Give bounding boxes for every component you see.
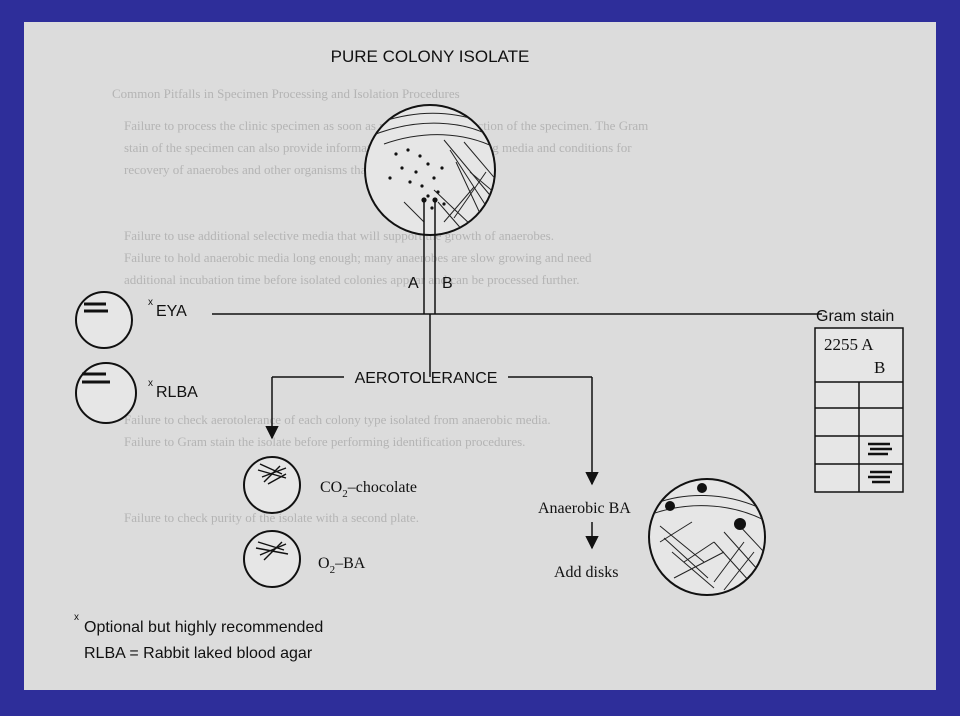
aerotolerance-label: AEROTOLERANCE: [355, 370, 498, 387]
background-line: Failure to check purity of the isolate w…: [124, 510, 419, 525]
rlba-plate: [75, 362, 137, 424]
branch-b-label: B: [442, 275, 453, 292]
background-line: additional incubation time before isolat…: [124, 272, 580, 287]
background-page-text: Common Pitfalls in Specimen Processing a…: [112, 86, 648, 525]
rlba-label: RLBA: [156, 384, 198, 401]
eya-label: EYA: [156, 303, 187, 320]
co2-label: CO2–chocolate: [320, 479, 417, 500]
anaerobic-plate: [648, 478, 766, 596]
eya-plate: [75, 291, 133, 349]
anaerobic-label: Anaerobic BA: [538, 500, 631, 517]
co2-chocolate-plate: [243, 456, 301, 514]
add-disks-label: Add disks: [554, 564, 618, 581]
background-line: Failure to check aerotolerance of each c…: [124, 412, 551, 427]
background-line: Failure to use additional selective medi…: [124, 228, 554, 243]
gram-table-line1: 2255 A: [824, 335, 874, 354]
footnote-line1: Optional but highly recommended: [84, 619, 323, 636]
diagram-title: PURE COLONY ISOLATE: [331, 47, 530, 66]
background-heading: Common Pitfalls in Specimen Processing a…: [112, 86, 460, 101]
gram-table-line2: B: [874, 358, 885, 377]
footnote-line2: RLBA = Rabbit laked blood agar: [84, 645, 313, 662]
slide: Common Pitfalls in Specimen Processing a…: [24, 22, 936, 690]
branch-a-label: A: [408, 275, 419, 292]
workflow-diagram: Common Pitfalls in Specimen Processing a…: [74, 47, 904, 662]
o2-label: O2–BA: [318, 555, 366, 576]
background-line: Failure to hold anaerobic media long eno…: [124, 250, 592, 265]
eya-optional-mark: x: [148, 297, 153, 308]
gram-stain-label: Gram stain: [816, 308, 894, 325]
pure-colony-plate: [364, 104, 496, 236]
rlba-optional-mark: x: [148, 378, 153, 389]
antibiotic-disk: [734, 518, 746, 530]
antibiotic-disk: [697, 483, 707, 493]
footnote-mark: x: [74, 612, 79, 623]
o2-ba-plate: [243, 530, 301, 588]
gram-stain-table: [814, 327, 904, 493]
antibiotic-disk: [665, 501, 675, 511]
background-line: Failure to Gram stain the isolate before…: [124, 434, 525, 449]
